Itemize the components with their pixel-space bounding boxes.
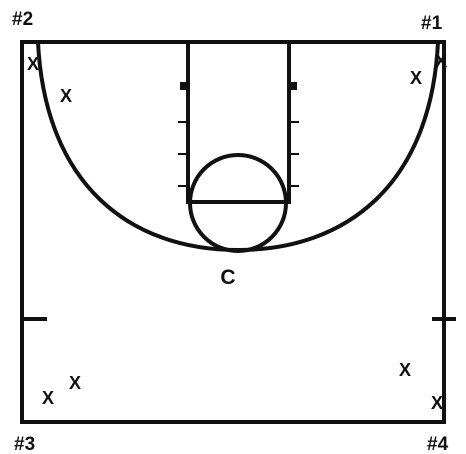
corner-label-top-right: #1: [421, 13, 443, 34]
player-marker: X: [69, 373, 81, 393]
corner-label-bottom-left: #3: [14, 434, 35, 454]
player-marker: X: [60, 86, 72, 106]
player-marker: X: [435, 51, 447, 71]
player-marker: X: [431, 393, 443, 413]
three-point-arc: [36, 41, 440, 253]
court-boundary: [20, 40, 446, 424]
player-marker: X: [42, 388, 54, 408]
player-marker: X: [410, 68, 422, 88]
corner-label-top-left: #2: [12, 9, 33, 30]
corner-label-bottom-right: #4: [427, 434, 449, 454]
player-marker: X: [27, 54, 39, 74]
lane-key: [186, 40, 291, 204]
lane-block-right: [289, 82, 297, 90]
lane-block-left: [180, 82, 188, 90]
coach-marker: C: [220, 266, 235, 289]
player-marker: X: [399, 360, 411, 380]
